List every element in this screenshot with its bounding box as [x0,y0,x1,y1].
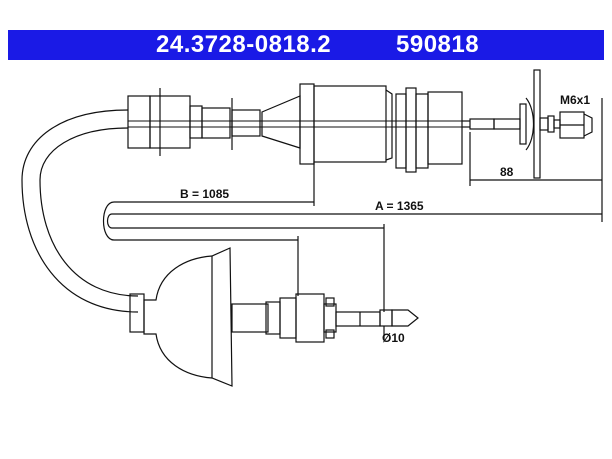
diameter-label: Ø10 [382,331,405,345]
dimension-b [114,162,315,206]
threaded-end [469,69,593,179]
title-bar: 24.3728-0818.2 590818 [8,30,604,60]
length-a-label: A = 1365 [375,199,424,213]
upper-end-fitting [127,83,470,173]
cable-sheath [21,109,139,313]
dimension-a [103,186,603,312]
dimension-88 [469,98,603,186]
part-number: 24.3728-0818.2 [156,31,332,58]
offset-label: 88 [500,165,514,179]
length-b-label: B = 1085 [180,187,229,201]
lower-end-fitting [129,247,419,387]
reference-number: 590818 [396,31,480,58]
thread-label: M6x1 [560,93,590,107]
